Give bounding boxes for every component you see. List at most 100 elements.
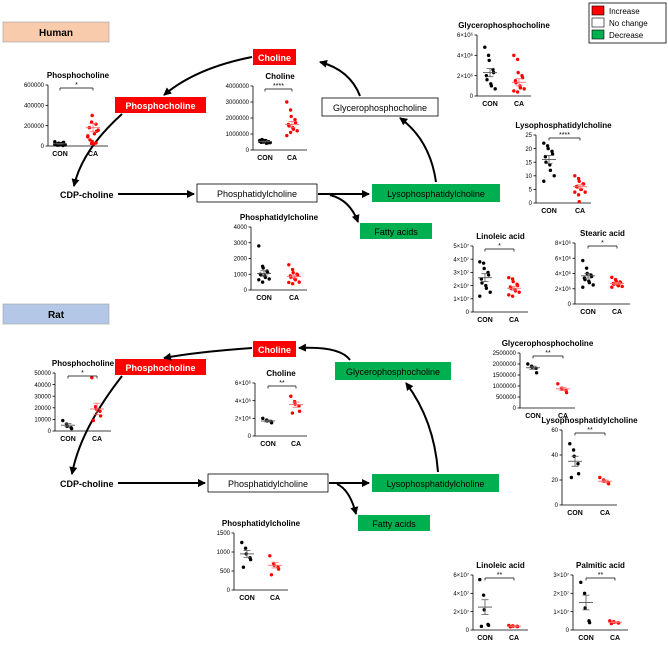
human-lysophosphatidylcholine-box [372, 184, 500, 202]
chart-human-glycerophosphocholine: Glycerophosphocholine02×10⁶4×10⁶6×10⁶CON… [457, 21, 550, 108]
chart-6-point-con [583, 277, 587, 282]
chart-9-tick-label: 2500000 [493, 351, 517, 357]
chart-2-tick-label: 2×10⁶ [457, 73, 474, 80]
chart-1-point-con [264, 141, 269, 145]
human-cdp-choline-label: CDP-choline [60, 190, 114, 200]
chart-4-point-con [267, 277, 271, 281]
chart-3-point-con [546, 146, 550, 151]
chart-1-tick-label: 1000000 [226, 132, 250, 138]
chart-13-point-con [579, 580, 583, 585]
chart-2-tick-label: 4×10⁶ [457, 53, 474, 60]
chart-2-point-ca [512, 53, 516, 58]
human-panel-label: Human [39, 28, 73, 39]
chart-7-tick-label: 50000 [34, 371, 51, 377]
chart-0-point-ca [96, 128, 100, 132]
chart-5-point-ca [510, 277, 515, 281]
chart-10-category-con: CON [567, 510, 583, 517]
chart-9-title: Glycerophosphocholine [502, 339, 594, 348]
chart-1-point-ca [295, 129, 299, 133]
chart-12-tick-label: 6×10⁷ [453, 572, 469, 579]
chart-7-category-con: CON [60, 436, 76, 443]
chart-7-point-ca [90, 375, 94, 380]
chart-4-tick-label: 1000 [234, 272, 248, 278]
chart-6-title: Stearic acid [580, 229, 625, 238]
chart-1-point-ca [285, 100, 289, 104]
chart-4-point-ca [293, 278, 298, 282]
chart-3-point-con [544, 160, 548, 164]
chart-5-tick-label: 2×10⁷ [453, 283, 469, 290]
chart-3-significance: **** [559, 132, 570, 139]
chart-4-point-con [261, 266, 265, 270]
chart-3-point-con [550, 149, 554, 154]
chart-3-point-ca [577, 179, 581, 183]
chart-8-significance: ** [279, 380, 285, 387]
chart-5-point-con [484, 286, 489, 290]
chart-11-tick-label: 1000 [217, 550, 231, 556]
chart-0-title: Phosphocholine [47, 71, 110, 80]
chart-4-point-con [257, 278, 261, 282]
chart-5-point-con [488, 290, 492, 294]
chart-5-tick-label: 4×10⁷ [453, 256, 469, 263]
chart-2-point-ca [518, 86, 523, 90]
chart-3-tick-label: 5 [529, 188, 533, 194]
rat-fatty-acids-label: Fatty acids [372, 519, 416, 529]
chart-13-tick-label: 0 [566, 628, 570, 634]
human-arrow-phosphocholine-to-cdp [71, 113, 123, 187]
chart-6-point-con [584, 266, 589, 270]
chart-2-point-con [483, 45, 487, 49]
chart-12-category-ca: CA [509, 635, 519, 642]
chart-6-tick-label: 8×10⁶ [555, 240, 572, 247]
rat-phosphocholine-label: Phosphocholine [125, 363, 195, 373]
chart-13-category-con: CON [578, 635, 594, 642]
chart-6-point-ca [614, 279, 618, 283]
chart-2-point-con [485, 78, 489, 82]
chart-10-point-con [576, 462, 580, 466]
chart-5-point-ca [510, 294, 515, 298]
chart-1-tick-label: 2000000 [226, 116, 250, 122]
chart-12-tick-label: 2×10⁷ [453, 609, 469, 616]
chart-9-category-con: CON [525, 413, 541, 420]
chart-6-point-ca [620, 284, 624, 289]
chart-12-title: Linoleic acid [476, 561, 525, 570]
chart-3-tick-label: 0 [529, 201, 533, 207]
chart-9-point-ca [556, 382, 560, 386]
chart-1-tick-label: 3000000 [226, 100, 250, 106]
rat-arrow-lpc-to-gpc [405, 382, 439, 473]
chart-3-point-ca [573, 174, 577, 178]
chart-4-point-ca [295, 273, 300, 277]
chart-11-tick-label: 500 [220, 569, 231, 575]
chart-0-category-ca: CA [88, 151, 98, 158]
rat-lysophosphatidylcholine-box [372, 474, 499, 492]
chart-2-point-con [489, 84, 494, 88]
human-choline-box [253, 49, 296, 65]
chart-7-point-ca [91, 418, 96, 423]
human-arrow-choline-to-phosphocholine [163, 56, 253, 96]
chart-0-point-ca [94, 122, 98, 126]
human-arrow-lpc-to-gpc [399, 117, 437, 183]
chart-0-point-ca [90, 113, 94, 118]
chart-13-point-ca [608, 619, 612, 623]
chart-4-point-ca [297, 280, 301, 284]
chart-9-point-con [534, 371, 539, 375]
chart-7-category-ca: CA [92, 436, 102, 443]
chart-11-point-ca [269, 573, 274, 577]
chart-4-tick-label: 0 [244, 288, 248, 294]
chart-12-category-con: CON [477, 635, 493, 642]
chart-4-point-con [263, 275, 268, 280]
legend-swatch-decrease [591, 29, 605, 40]
rat-fatty-acids-box [358, 515, 430, 531]
chart-0-tick-label: 600000 [24, 83, 45, 89]
chart-11-category-con: CON [239, 595, 255, 602]
chart-8-tick-label: 0 [248, 434, 252, 440]
chart-7-point-ca [98, 409, 102, 413]
human-glycerophosphocholine-box [321, 97, 439, 117]
chart-4-category-ca: CA [289, 295, 299, 302]
chart-10-point-con [576, 472, 581, 476]
rat-glycerophosphocholine-box [335, 362, 451, 380]
chart-2-category-con: CON [482, 101, 498, 108]
chart-4-tick-label: 4000 [234, 225, 248, 231]
chart-4-point-ca [290, 267, 295, 272]
